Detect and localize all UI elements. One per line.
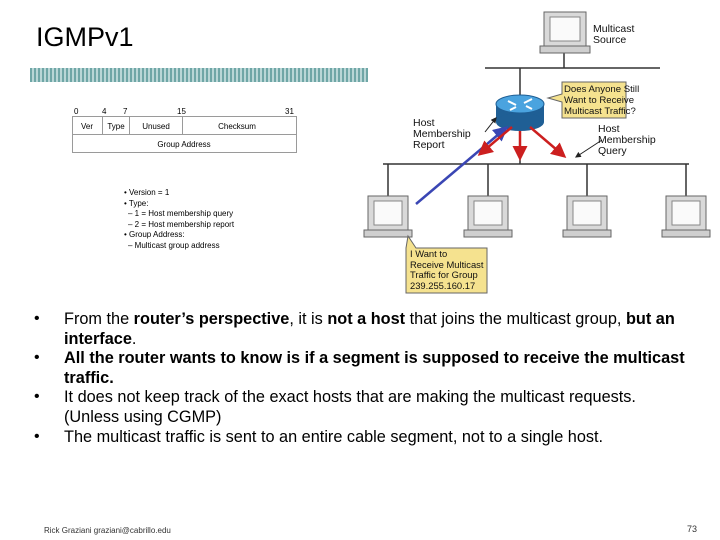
note-line: • Version = 1 [124,188,170,197]
bullet-text: It does not keep track of the exact host… [64,388,636,426]
page-number: 73 [687,524,698,534]
text-run: . [131,329,137,348]
field-group-address: Group Address [157,140,210,149]
router-icon [495,94,545,131]
text-run: that joins the multicast group, [405,310,626,328]
header-notes: • Version = 1 • Type: – 1 = Host members… [124,188,234,252]
header-band [30,68,368,82]
igmp-header-diagram: Ver Type Unused Checksum Group Address [72,116,297,153]
bit-mark: 0 [74,107,79,116]
note-line: – 1 = Host membership query [128,209,234,219]
note-line: – 2 = Host membership report [128,219,235,229]
field-ver: Ver [81,122,93,131]
host-pc-icon-4 [661,195,711,238]
bullet-item: •It does not keep track of the exact hos… [34,388,636,426]
multicast-source-pc-icon [539,11,591,54]
note-line: – Multicast group address [128,240,220,250]
header-row-2 [72,134,297,153]
note-line: • Type: [124,198,149,208]
bit-mark: 31 [285,107,294,116]
field-checksum: Checksum [218,122,256,131]
callout-top [546,81,627,119]
footer-author: Rick Graziani graziani@cabrillo.edu [44,526,171,535]
header-row-1 [72,116,297,135]
bit-mark: 7 [123,107,128,116]
field-type: Type [107,122,125,131]
callout-bottom [405,234,488,294]
bullet-list: •From the router’s perspective, it is no… [34,310,694,447]
field-unused: Unused [142,122,170,131]
query-arrow-right [529,126,567,158]
bit-mark: 4 [102,107,107,116]
bold-run: All the router wants to know is if a seg… [64,349,685,387]
slide-title: IGMPv1 [36,22,134,52]
query-arrow-left [477,126,513,156]
bold-run: not a host [327,310,406,328]
host-pc-icon-3 [562,195,612,238]
host-pc-icon-2 [463,195,513,238]
text-run: , it is [289,310,328,328]
host-pc-icon-1 [363,195,413,238]
network-diagram [363,11,711,294]
bullet-item: •The multicast traffic is sent to an ent… [34,427,604,446]
text-run: The multicast traffic is sent to an enti… [64,427,604,446]
bit-mark: 15 [177,107,186,116]
bold-run: but an interface [64,310,675,348]
bullet-item: •From the router’s perspective, it is no… [34,310,675,348]
bullet-text: The multicast traffic is sent to an enti… [64,428,603,446]
note-line: • Group Address: [124,230,185,240]
bold-run: router’s perspective [133,310,290,328]
bullet-item: •All the router wants to know is if a se… [34,349,685,387]
bullet-text: From the router’s perspective, it is not… [64,310,675,348]
text-run: From the [64,310,134,328]
bullet-text: All the router wants to know is if a seg… [64,349,685,387]
text-run: It does not keep track of the exact host… [64,388,636,426]
